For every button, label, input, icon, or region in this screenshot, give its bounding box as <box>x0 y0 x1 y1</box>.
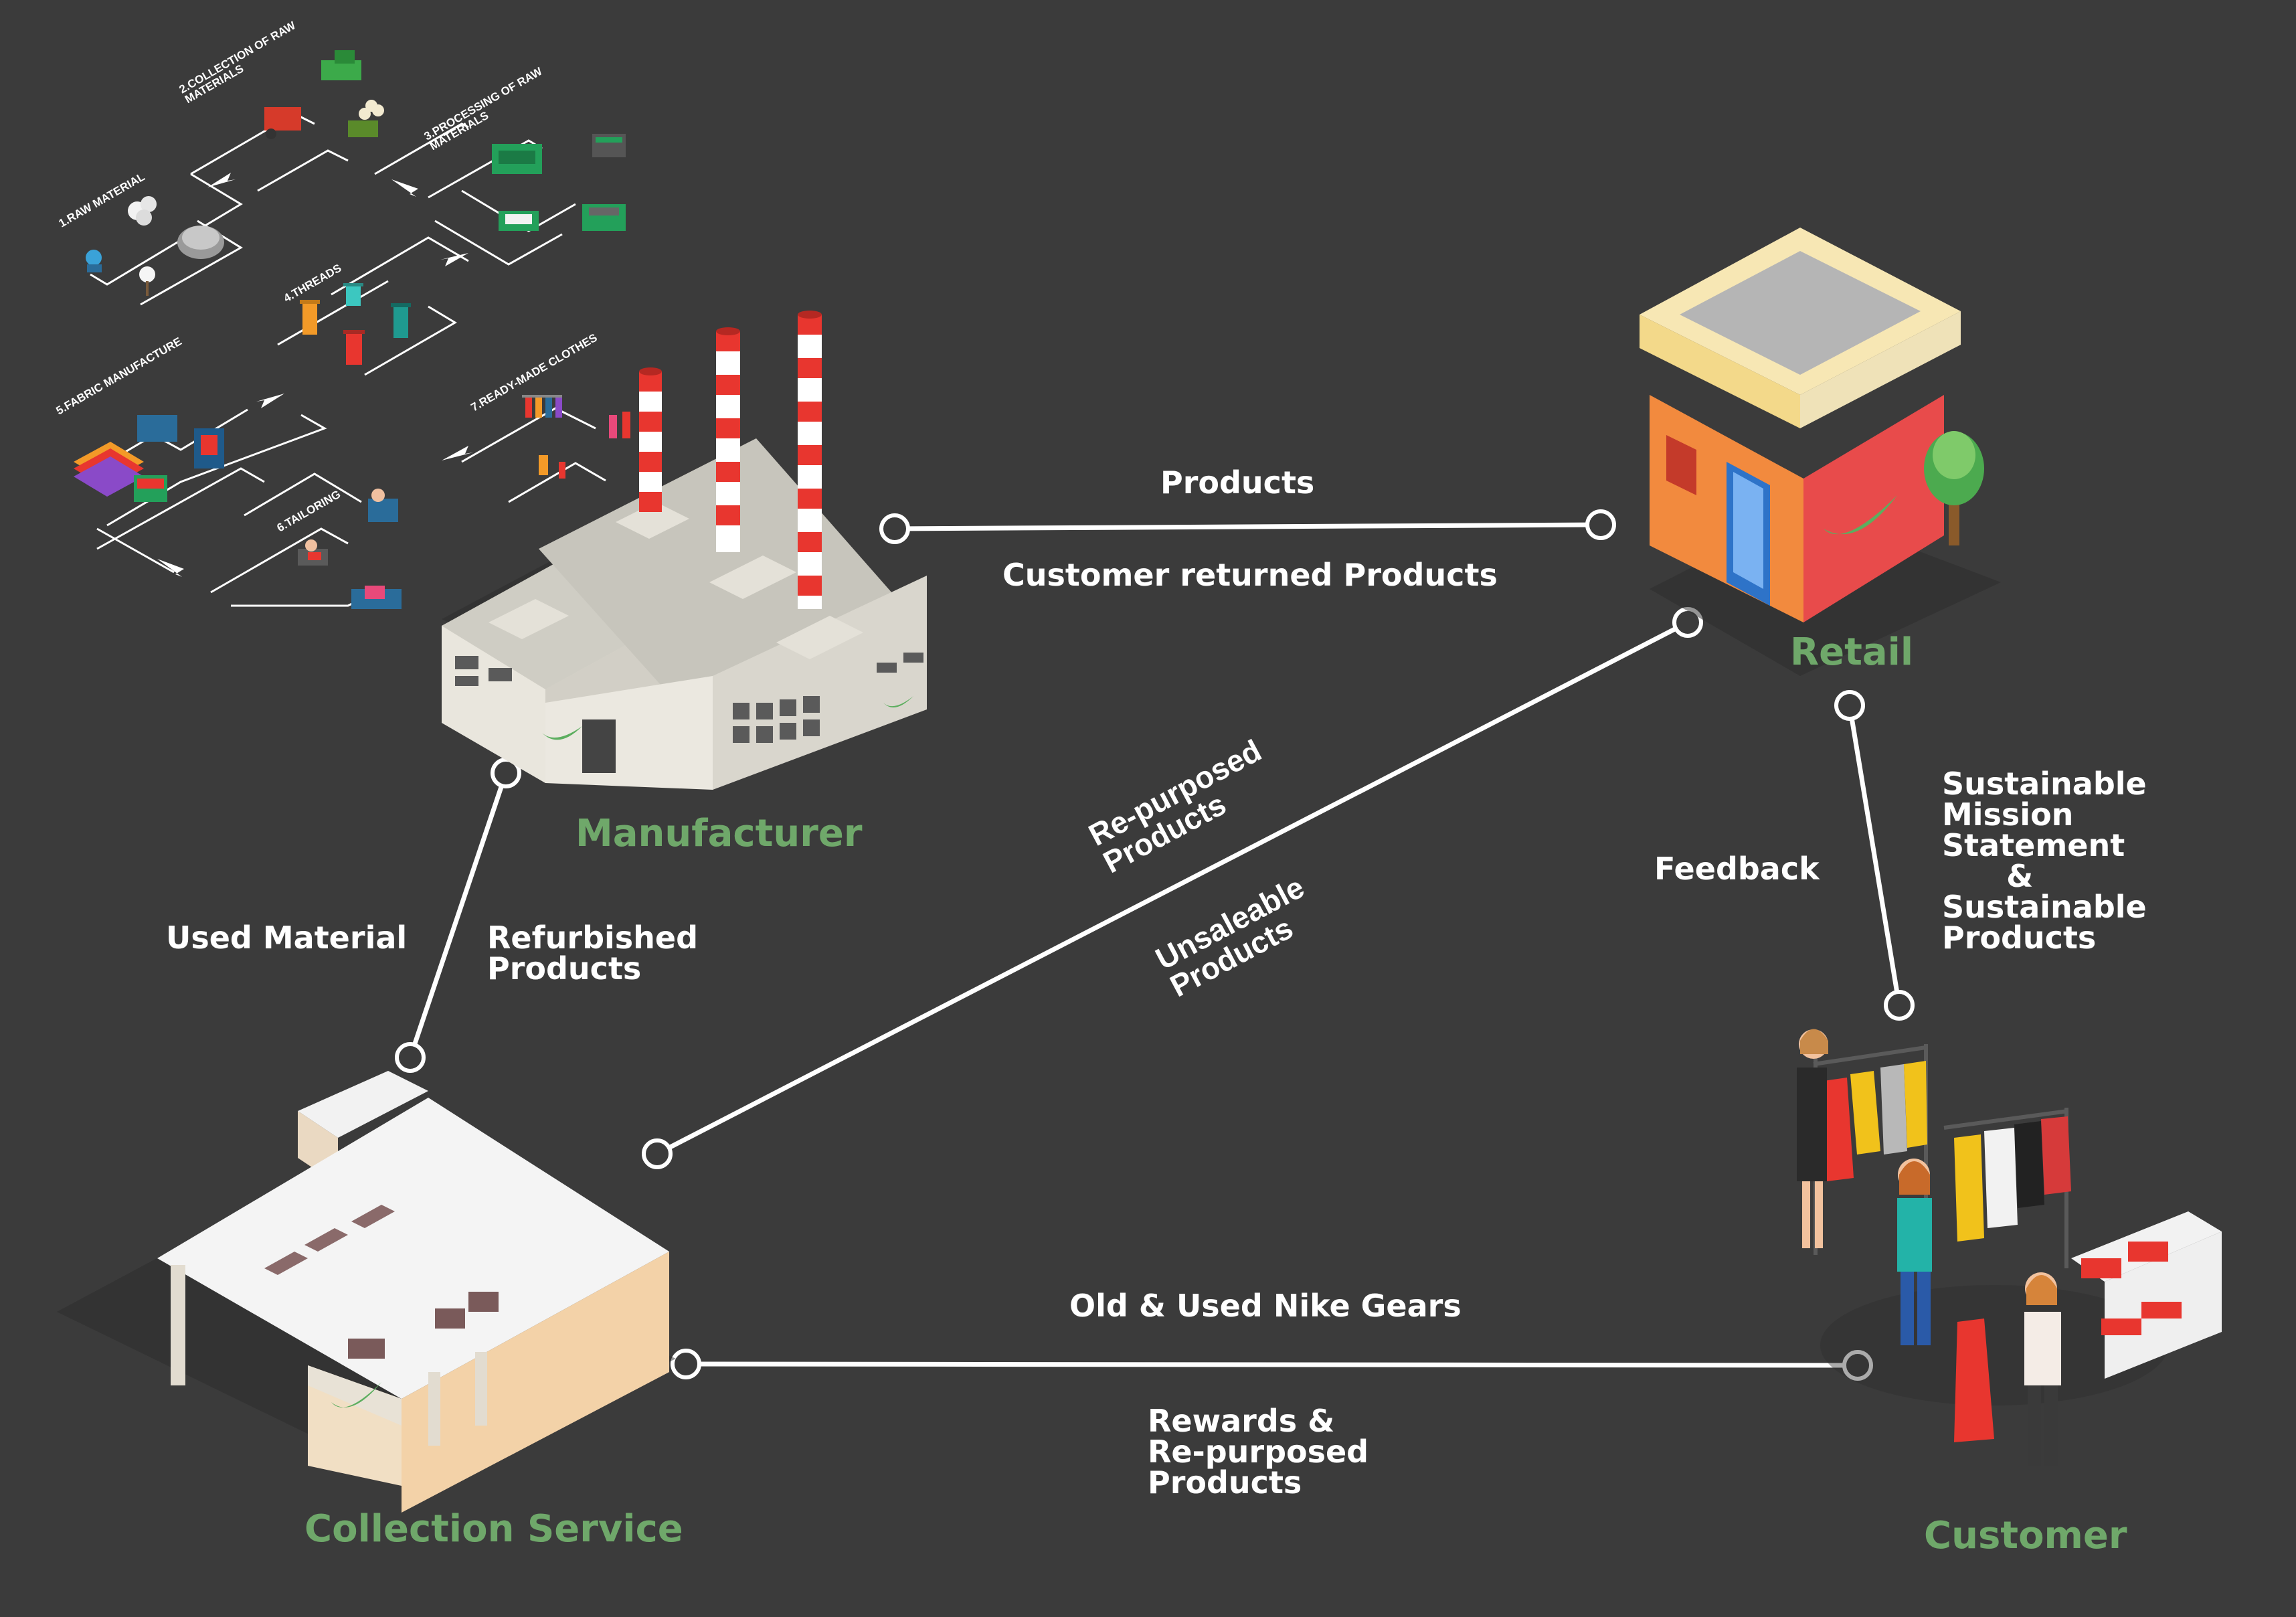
chimney <box>798 311 822 609</box>
process-icons <box>74 50 630 609</box>
endpoint-circle <box>1884 990 1915 1021</box>
connector-manufacturer-retail <box>894 522 1601 531</box>
edge-label-customer-returned: Customer returned Products <box>1002 557 1498 593</box>
harvester-icon <box>264 50 384 139</box>
clothes-rack-icon <box>522 395 630 479</box>
endpoint-circle <box>1585 509 1616 540</box>
arrow-icon <box>391 179 418 197</box>
processing-machine-icon <box>492 134 626 231</box>
arrow-icon <box>157 559 184 577</box>
node-label-customer: Customer <box>1924 1514 2127 1557</box>
endpoint-circle <box>671 1349 701 1379</box>
tailoring-icon <box>298 489 402 609</box>
endpoint-circle <box>395 1042 426 1073</box>
connector-retail-collection <box>656 620 1689 1157</box>
nike-swoosh-icon <box>542 726 582 740</box>
connector-endpoints <box>395 509 1915 1381</box>
arrow-icon <box>440 253 468 266</box>
tree-icon <box>1924 431 1984 545</box>
process-arrows <box>157 173 473 577</box>
cotton-icon <box>86 196 224 296</box>
customer-illustration <box>1797 1029 2222 1466</box>
node-label-manufacturer: Manufacturer <box>576 812 863 855</box>
edge-label-refurbished: Refurbished Products <box>487 920 699 987</box>
fabric-stack-icon <box>74 415 224 502</box>
connector-lines <box>408 522 1902 1368</box>
endpoint-circle <box>1834 690 1865 721</box>
process-flow <box>90 112 606 607</box>
arrow-icon <box>442 446 473 460</box>
nike-swoosh-icon <box>1824 495 1897 535</box>
connector-collection-customer <box>685 1361 1858 1368</box>
connector-retail-customer <box>1847 705 1902 1006</box>
node-label-retail: Retail <box>1790 630 1914 674</box>
retail-illustration <box>1640 228 2001 676</box>
chimney <box>639 367 662 512</box>
endpoint-circle <box>642 1138 673 1169</box>
edge-label-feedback: Feedback <box>1654 851 1820 887</box>
edge-label-old-used-gears: Old & Used Nike Gears <box>1069 1288 1462 1324</box>
arrow-icon <box>207 173 236 187</box>
edge-label-sustainable-mission: Sustainable Mission Statement & Sustaina… <box>1942 766 2147 956</box>
endpoint-circle <box>1842 1350 1873 1381</box>
arrow-icon <box>256 394 284 408</box>
thread-spool-icon <box>300 283 411 365</box>
nike-swoosh-icon <box>883 696 913 708</box>
edge-label-used-material: Used Material <box>166 920 408 956</box>
endpoint-circle <box>879 513 910 544</box>
factory-illustration <box>442 311 927 790</box>
node-label-collection-service: Collection Service <box>304 1507 683 1551</box>
connector-manufacturer-collection <box>408 772 509 1059</box>
edge-label-products: Products <box>1160 464 1315 501</box>
collection-building-illustration <box>57 1071 676 1513</box>
chimney <box>716 327 740 552</box>
edge-label-rewards: Rewards & Re-purposed Products <box>1148 1403 1369 1501</box>
